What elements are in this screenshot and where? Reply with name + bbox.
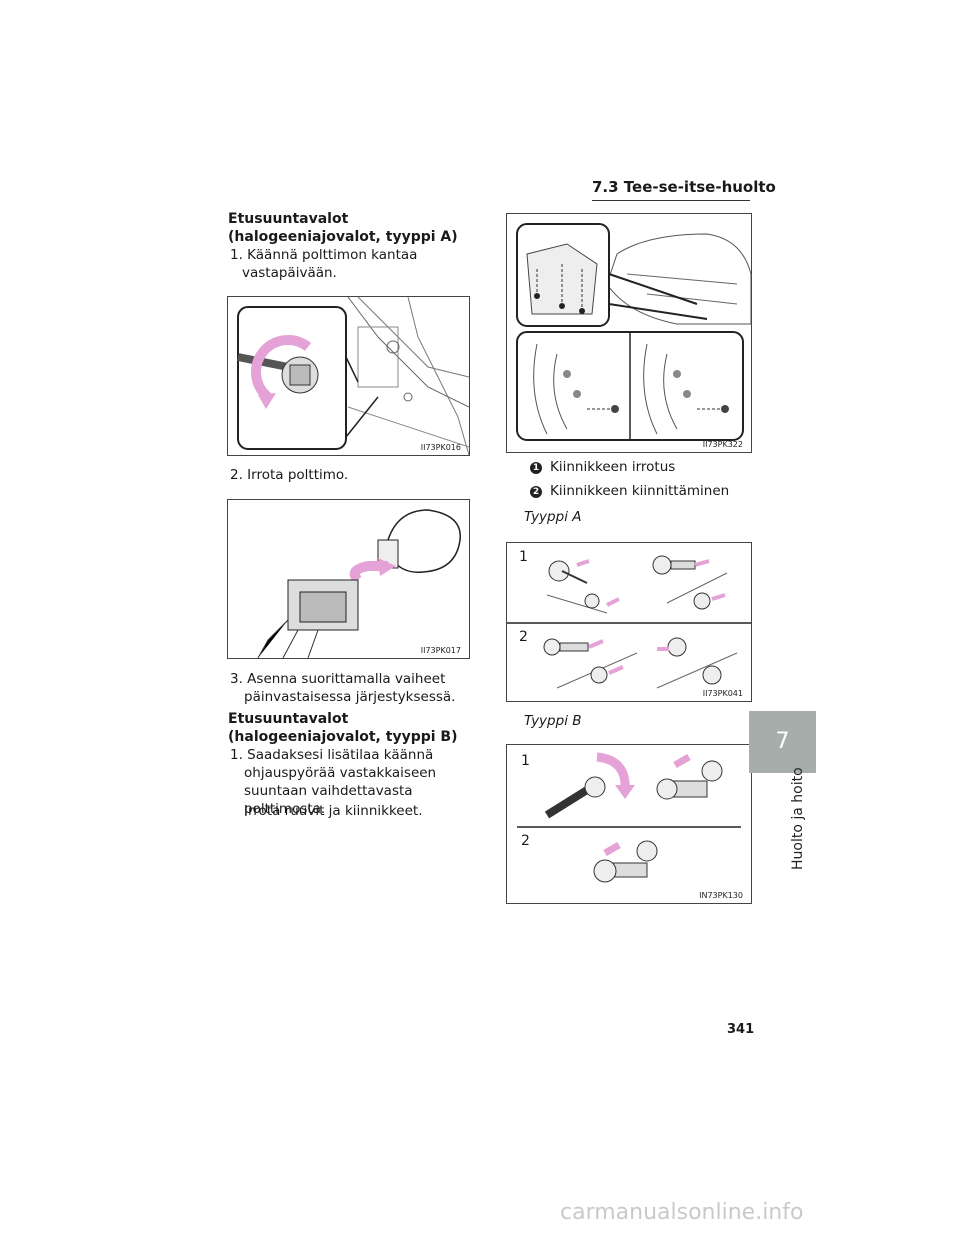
figure-code: II73PK016: [420, 443, 461, 452]
heading-type-a: Etusuuntavalot (halogeeniajovalot, tyypp…: [228, 211, 458, 245]
section-rule: [592, 200, 750, 201]
watermark: carmanualsonline.info: [560, 1200, 804, 1225]
legend-item-1: 1 Kiinnikkeen irrotus: [530, 458, 675, 476]
figure-step-number: 1: [521, 753, 530, 769]
figure-step-number: 1: [519, 549, 528, 565]
legend-text: Kiinnikkeen irrotus: [550, 459, 676, 475]
step-b1-note: Irrota ruuvit ja kiinnikkeet.: [244, 803, 423, 819]
figure-bulb-base-rotate: II73PK016: [227, 296, 470, 456]
figure-clip-type-b: 1 2 IN73PK130: [506, 744, 752, 904]
figure-step-number: 2: [519, 629, 528, 645]
step-1-text: 1. Käännä polttimon kantaa vastapäivään.: [230, 247, 418, 281]
figure-clip-type-a: 1 2 II73PK041: [506, 542, 752, 702]
figure-bumper-fasteners: II73PK322: [506, 213, 752, 453]
figure-code: II73PK017: [420, 646, 461, 655]
step-3-text: 3. Asenna suorittamalla vaiheet päinvast…: [230, 671, 456, 705]
figure-bulb-removal: II73PK017: [227, 499, 470, 659]
legend-item-2: 2 Kiinnikkeen kiinnittäminen: [530, 482, 729, 500]
figure-code: IN73PK130: [699, 891, 743, 900]
figure-code: II73PK322: [702, 440, 743, 449]
legend-number: 1: [530, 462, 542, 474]
heading-type-b: Etusuuntavalot (halogeeniajovalot, tyypp…: [228, 711, 458, 745]
type-b-label: Tyyppi B: [524, 713, 582, 729]
figure-code: II73PK041: [702, 689, 743, 698]
section-title: 7.3 Tee-se-itse-huolto: [592, 178, 776, 196]
chapter-tab: 7: [749, 711, 816, 773]
chapter-label: Huolto ja hoito: [790, 767, 806, 870]
step-2-text: 2. Irrota polttimo.: [230, 467, 349, 483]
step-b1-text: 1. Saadaksesi lisätilaa käännä ohjauspyö…: [230, 747, 437, 817]
legend-text: Kiinnikkeen kiinnittäminen: [550, 483, 730, 499]
type-a-label: Tyyppi A: [524, 509, 582, 525]
page-number: 341: [727, 1022, 755, 1037]
legend-number: 2: [530, 486, 542, 498]
figure-step-number: 2: [521, 833, 530, 849]
